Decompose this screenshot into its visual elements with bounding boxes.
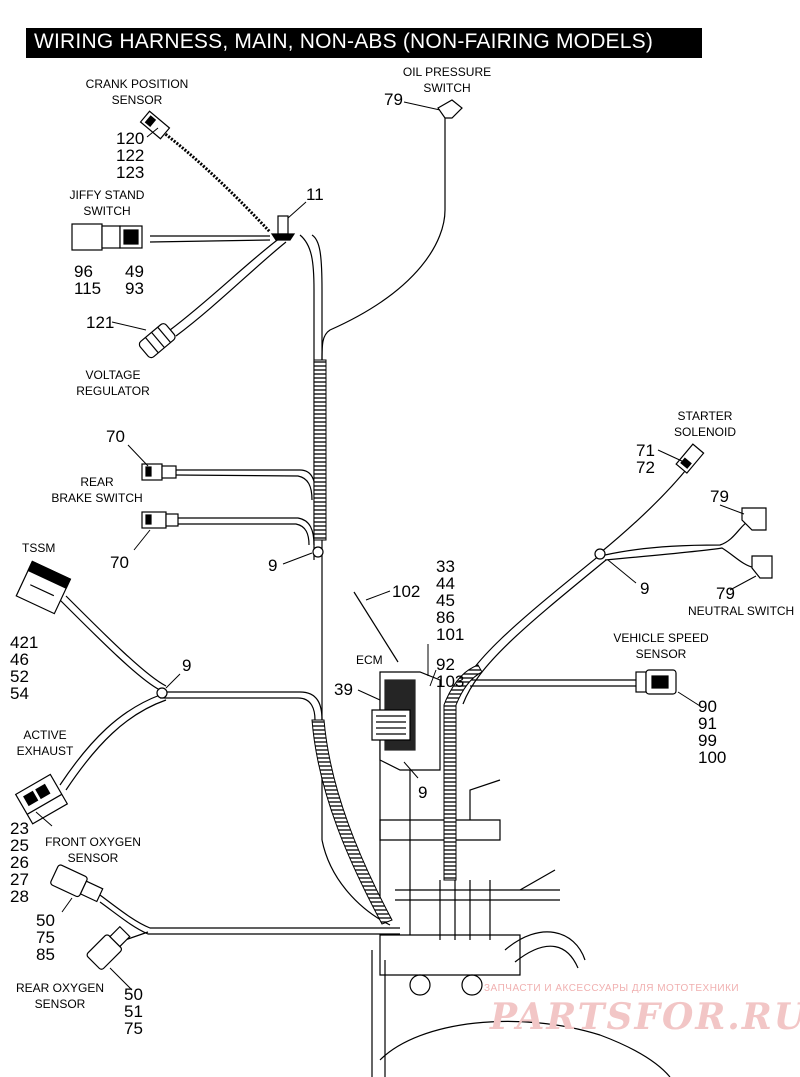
oil-switch-icon <box>437 99 463 119</box>
callout-clip-11: 11 <box>306 185 324 204</box>
leader-lines <box>35 101 757 991</box>
neutral-switch-bottom-icon <box>751 555 773 579</box>
diagram-title: WIRING HARNESS, MAIN, NON-ABS (NON-FAIRI… <box>34 30 654 53</box>
callout-clip-left: 9 <box>182 656 192 675</box>
conduit-right <box>443 664 483 881</box>
conduit-lower <box>311 719 393 925</box>
brake-switch-connector-bottom <box>141 511 179 529</box>
frame-rail-left <box>371 950 386 1077</box>
active-exhaust-connector <box>14 773 69 825</box>
callout-brake-bottom: 70 <box>110 553 129 572</box>
vehicle-speed-connector <box>635 669 677 695</box>
clip-11-icon <box>270 215 296 241</box>
vreg-wire <box>169 237 281 331</box>
callout-ecm-left: 39 <box>334 680 353 699</box>
label-tssm: TSSM <box>22 541 56 555</box>
exhaust-wire <box>59 694 161 786</box>
callout-oil: 79 <box>384 90 403 109</box>
crossmember <box>379 819 501 841</box>
ecm-bracket-rod <box>353 591 399 663</box>
conduit-main <box>313 359 327 541</box>
engine-bracket <box>379 934 521 976</box>
watermark-subtitle: ЗАПЧАСТИ И АКСЕССУАРЫ ДЛЯ МОТОТЕХНИКИ <box>484 983 740 994</box>
crank-connector <box>139 110 171 140</box>
neutral-wire-bottom <box>604 547 756 569</box>
engine-outline <box>379 1020 671 1077</box>
tssm-wire <box>59 599 161 691</box>
ecm-module <box>371 671 441 771</box>
callout-brake-top: 70 <box>106 427 125 446</box>
callout-neutral-top: 79 <box>710 487 729 506</box>
callout-neutral-bottom: 79 <box>716 584 735 603</box>
left-branch <box>160 691 323 721</box>
jiffy-stand-connector <box>71 223 143 251</box>
watermark-logo: PARTSFOR.RU <box>490 996 800 1038</box>
bolt-right <box>461 974 483 996</box>
rear-oxygen-connector <box>86 925 131 970</box>
o2-rear-wire <box>124 931 149 941</box>
title-bar: WIRING HARNESS, MAIN, NON-ABS (NON-FAIRI… <box>26 28 702 58</box>
bolt-left <box>409 974 431 996</box>
label-neutral-switch: NEUTRAL SWITCH <box>688 604 795 618</box>
label-ecm: ECM <box>356 653 383 667</box>
brake-wire-bottom <box>178 517 315 546</box>
brake-wire-top <box>175 469 317 501</box>
neutral-wire-top <box>604 519 751 556</box>
callout-clip-right: 9 <box>640 579 650 598</box>
callout-ecm-bracket: 102 <box>392 582 421 601</box>
tssm-module <box>15 560 72 615</box>
crank-wire <box>159 128 272 234</box>
neutral-switch-top-icon <box>741 507 767 531</box>
trunk-left <box>311 234 323 840</box>
front-oxygen-connector <box>50 864 104 903</box>
starter-wire <box>599 464 691 554</box>
callout-clip-mid: 9 <box>268 556 278 575</box>
starter-solenoid-connector <box>675 443 705 474</box>
oil-wire <box>321 118 446 361</box>
voltage-regulator-connector <box>138 323 176 359</box>
brake-switch-connector-top <box>141 463 177 481</box>
o2-front-wire <box>99 894 400 929</box>
callout-clip-ecm: 9 <box>418 783 428 802</box>
callout-voltage-regulator: 121 <box>86 313 115 332</box>
frame-tube-right <box>504 931 586 961</box>
